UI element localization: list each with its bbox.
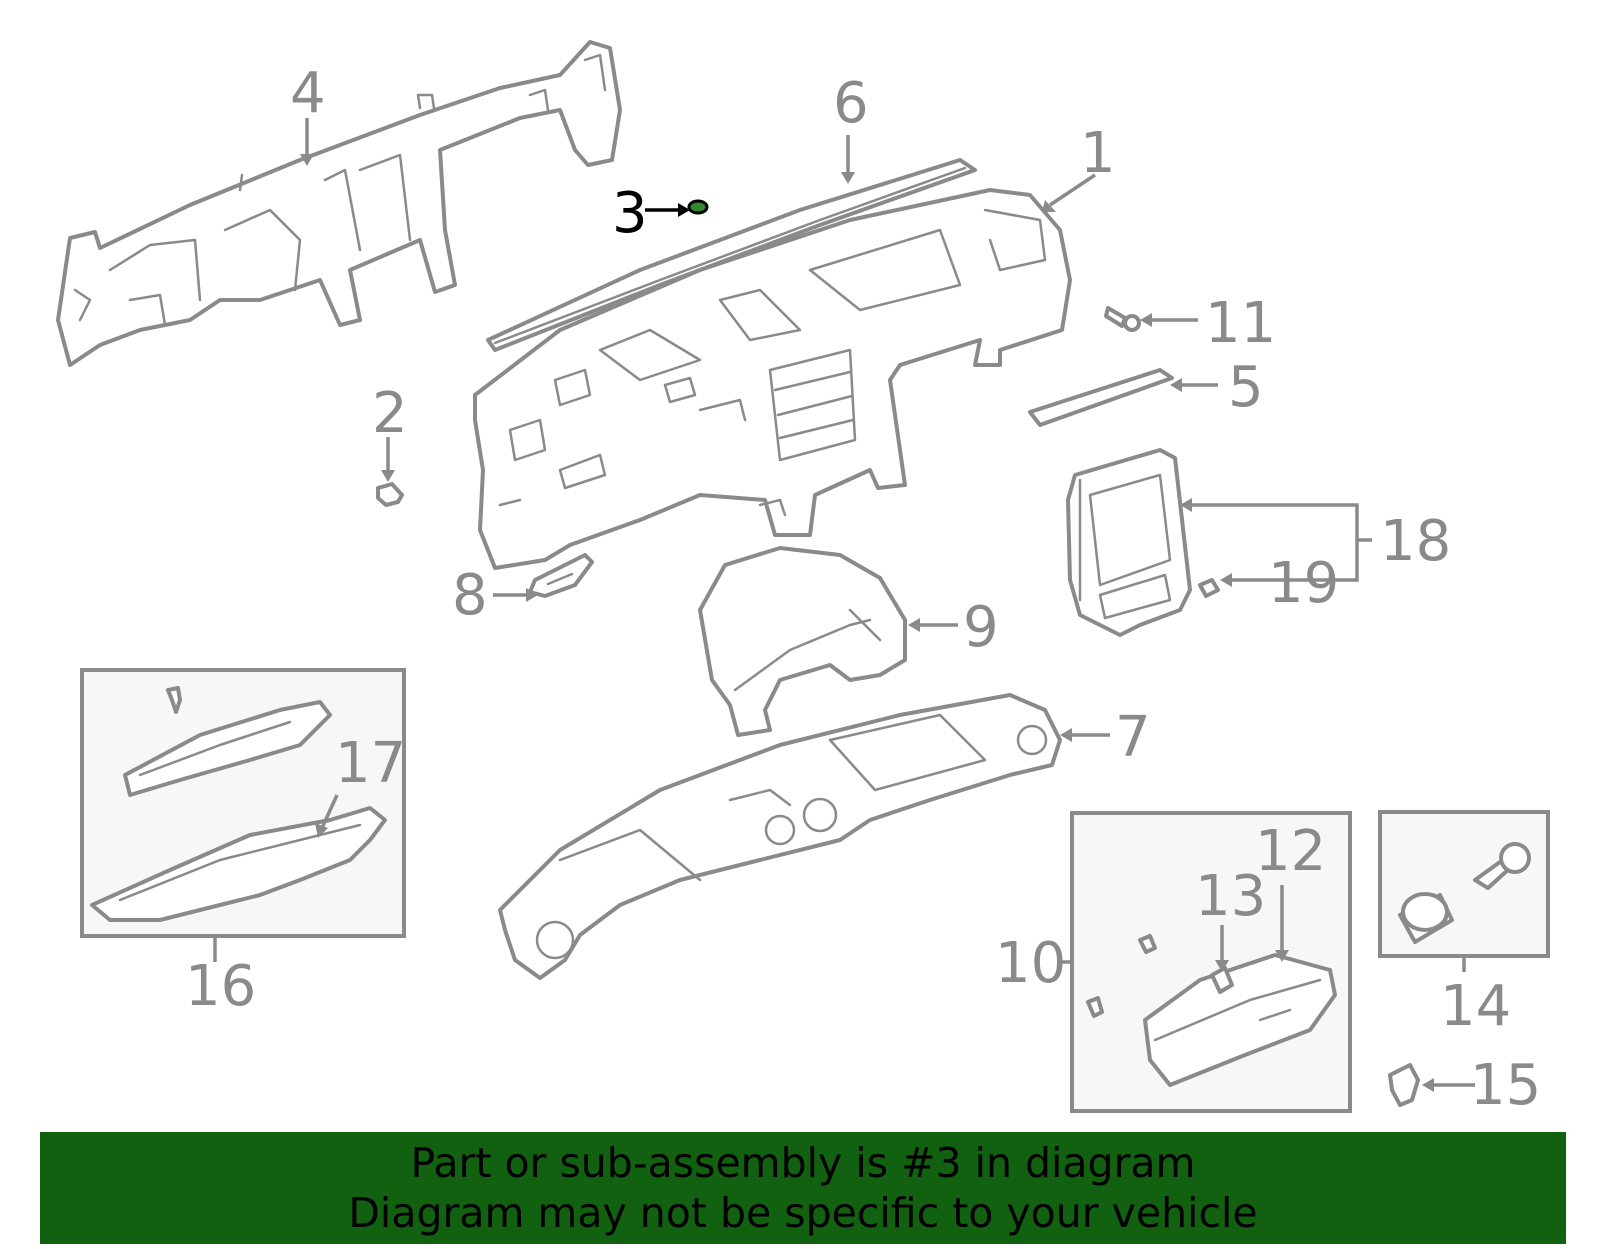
callout-10: 10 <box>995 931 1066 996</box>
callout-4: 4 <box>290 61 326 126</box>
callout-16: 16 <box>185 954 256 1019</box>
callout-11: 11 <box>1205 291 1276 356</box>
callout-labels: 1 2 3 4 5 6 7 8 9 10 11 12 13 14 15 16 1… <box>185 61 1541 1118</box>
part-2-clip <box>376 482 404 507</box>
callout-7: 7 <box>1115 705 1151 770</box>
callout-6: 6 <box>833 71 869 136</box>
callout-5: 5 <box>1228 355 1264 420</box>
part-15-clip <box>1388 1063 1420 1107</box>
info-banner: Part or sub-assembly is #3 in diagram Di… <box>40 1132 1566 1244</box>
callout-15: 15 <box>1470 1053 1541 1118</box>
part-18-center-bezel <box>1066 448 1192 637</box>
part-11-screw <box>1104 306 1141 332</box>
inset-14 <box>1378 810 1550 958</box>
part-3-highlighted-clip <box>687 199 709 215</box>
banner-line-part-number: Part or sub-assembly is #3 in diagram <box>410 1139 1196 1187</box>
callout-1: 1 <box>1080 121 1116 186</box>
callout-2: 2 <box>372 381 408 446</box>
callout-9: 9 <box>963 595 999 660</box>
callout-17: 17 <box>335 731 406 796</box>
banner-line-disclaimer: Diagram may not be specific to your vehi… <box>348 1189 1258 1237</box>
callout-18: 18 <box>1380 509 1451 574</box>
callout-3-highlighted: 3 <box>612 181 648 246</box>
part-4-reinforcement <box>56 40 622 367</box>
callout-19: 19 <box>1268 551 1339 616</box>
inset-10-12-13 <box>1070 811 1352 1113</box>
leader-lines <box>213 118 1475 1092</box>
part-5-trim-strip <box>1028 368 1174 427</box>
callout-13: 13 <box>1195 864 1266 929</box>
part-1-instrument-panel <box>473 188 1072 570</box>
inset-16-17 <box>80 668 406 938</box>
callout-12: 12 <box>1255 819 1326 884</box>
part-19-clip <box>1198 578 1220 598</box>
part-6-defroster-nozzle <box>486 158 977 352</box>
part-7-lower-panel <box>498 693 1062 980</box>
callout-14: 14 <box>1440 974 1511 1039</box>
callout-8: 8 <box>452 563 488 628</box>
part-9-cluster-hood <box>698 546 907 737</box>
